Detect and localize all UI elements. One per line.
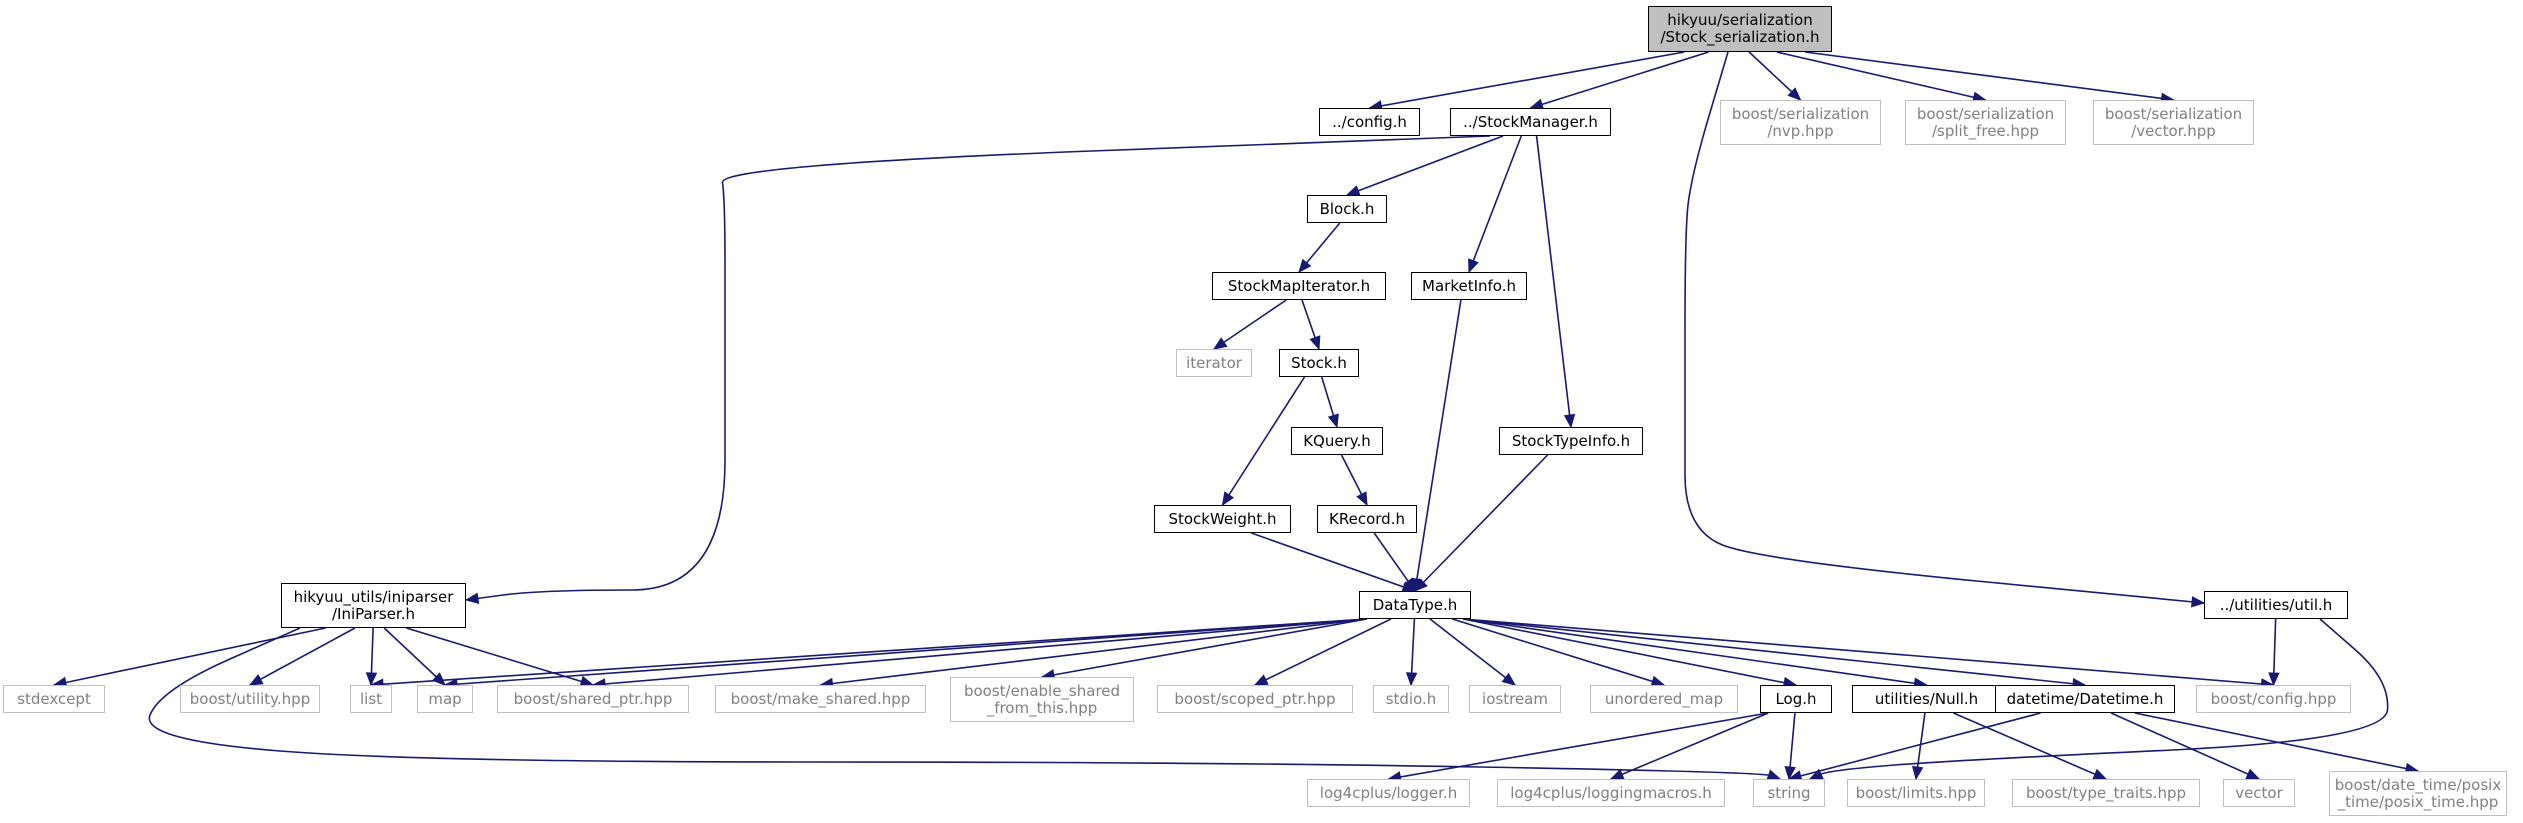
edge-marketinfo-to-datatype [1411, 299, 1462, 593]
edge-root-to-config_h [1368, 51, 1685, 112]
edge-stockmanager-to-stocktypeinfo [1535, 135, 1576, 429]
node-iostream: iostream [1469, 685, 1561, 713]
node-iniparser-h[interactable]: hikyuu_utils/iniparser /IniParser.h [281, 583, 466, 628]
node-vector: vector [2223, 779, 2295, 807]
node-root-stock-serialization[interactable]: hikyuu/serialization /Stock_serializatio… [1648, 6, 1832, 52]
edge-stockmanager-to-iniparser [464, 135, 1491, 605]
node-stock-h[interactable]: Stock.h [1279, 349, 1359, 377]
node-boost-serialization-split-free: boost/serialization /split_free.hpp [1905, 100, 2066, 145]
edge-datatype-to-enable_shared [1040, 618, 1368, 681]
node-krecord-h[interactable]: KRecord.h [1317, 505, 1417, 533]
node-config-h[interactable]: ../config.h [1319, 108, 1420, 136]
node-log4cplus-logger: log4cplus/logger.h [1307, 779, 1470, 807]
node-stocktypeinfo-h[interactable]: StockTypeInfo.h [1499, 427, 1643, 455]
edge-datatype-to-null_h [1462, 618, 1928, 689]
edge-root-to-stockmanager [1529, 51, 1709, 110]
node-log4cplus-loggingmacros: log4cplus/loggingmacros.h [1497, 779, 1725, 807]
edge-stockweight-to-datatype [1251, 532, 1417, 593]
node-unordered-map: unordered_map [1590, 685, 1738, 713]
node-datatype-h[interactable]: DataType.h [1359, 591, 1471, 619]
node-datetime-h[interactable]: datetime/Datetime.h [1995, 685, 2175, 713]
node-boost-serialization-nvp: boost/serialization /nvp.hpp [1720, 100, 1881, 145]
edge-iniparser-to-boost_utility [248, 627, 356, 686]
node-stdio-h: stdio.h [1373, 685, 1449, 713]
edge-root-to-util_h [1684, 51, 2206, 608]
node-boost-config: boost/config.hpp [2196, 685, 2351, 713]
edge-stock_h-to-kquery [1320, 376, 1339, 429]
edge-log_h-to-string [1784, 712, 1796, 781]
edge-datatype-to-datetime [1462, 618, 2087, 690]
node-block-h[interactable]: Block.h [1307, 195, 1387, 223]
node-boost-type-traits: boost/type_traits.hpp [2012, 779, 2200, 807]
node-boost-serialization-vector: boost/serialization /vector.hpp [2093, 100, 2254, 145]
edge-datatype-to-stdio [1405, 618, 1418, 687]
edge-iniparser-to-shared_ptr [406, 627, 595, 687]
node-stockmapiterator-h[interactable]: StockMapIterator.h [1212, 272, 1386, 300]
edge-null_h-to-limits [1911, 712, 1926, 781]
edge-root-to-ser_vector [1804, 51, 2175, 105]
node-stockweight-h[interactable]: StockWeight.h [1154, 505, 1291, 533]
edge-stockmapiter-to-stock_h [1301, 299, 1321, 351]
edge-datatype-to-scoped_ptr [1253, 618, 1392, 686]
edge-stock_h-to-stockweight [1221, 376, 1306, 507]
edge-block-to-stockmapiter [1298, 222, 1341, 273]
node-kquery-h[interactable]: KQuery.h [1291, 427, 1383, 455]
node-boost-utility: boost/utility.hpp [180, 685, 320, 713]
node-boost-limits: boost/limits.hpp [1847, 779, 1985, 807]
node-boost-make-shared: boost/make_shared.hpp [715, 685, 926, 713]
edge-stocktypeinfo-to-datatype [1414, 454, 1549, 592]
node-boost-shared-ptr: boost/shared_ptr.hpp [497, 685, 689, 713]
edge-iniparser-to-list [365, 627, 378, 687]
node-iterator: iterator [1176, 349, 1252, 377]
node-boost-posix-time: boost/date_time/posix _time/posix_time.h… [2329, 771, 2507, 816]
node-stdexcept: stdexcept [3, 685, 105, 713]
edge-stockmanager-to-block [1345, 135, 1504, 196]
edge-iniparser-to-string [148, 627, 1782, 781]
node-utilities-util-h[interactable]: ../utilities/util.h [2204, 591, 2348, 619]
edge-util_h-to-string [1808, 618, 2389, 780]
edge-krecord-to-datatype [1373, 532, 1416, 593]
node-string: string [1753, 779, 1825, 807]
edge-datatype-to-iostream [1429, 618, 1517, 686]
node-log-h[interactable]: Log.h [1760, 685, 1832, 713]
edge-stockmanager-to-marketinfo [1468, 135, 1523, 274]
edge-root-to-split_free [1776, 51, 1987, 103]
node-map: map [417, 685, 473, 713]
edge-null_h-to-type_traits [1953, 712, 2108, 780]
edge-datetime-to-vector [2110, 712, 2261, 780]
edge-root-to-nvp [1748, 51, 1802, 101]
node-utilities-null-h[interactable]: utilities/Null.h [1852, 685, 2001, 713]
edge-stockmapiter-to-iterator [1212, 299, 1287, 350]
edge-log_h-to-loggingmacros [1609, 712, 1769, 780]
edge-datatype-to-boost_config [1462, 618, 2275, 690]
edge-datatype-to-log_h [1462, 618, 1798, 689]
node-boost-enable-shared-from-this: boost/enable_shared _from_this.hpp [950, 677, 1134, 722]
edge-kquery-to-krecord [1340, 454, 1368, 507]
edge-util_h-to-boost_config [2268, 618, 2280, 687]
edge-iniparser-to-map [383, 627, 446, 686]
node-list: list [350, 685, 392, 713]
node-boost-scoped-ptr: boost/scoped_ptr.hpp [1157, 685, 1353, 713]
node-marketinfo-h[interactable]: MarketInfo.h [1411, 272, 1527, 300]
node-stockmanager-h[interactable]: ../StockManager.h [1450, 108, 1611, 136]
